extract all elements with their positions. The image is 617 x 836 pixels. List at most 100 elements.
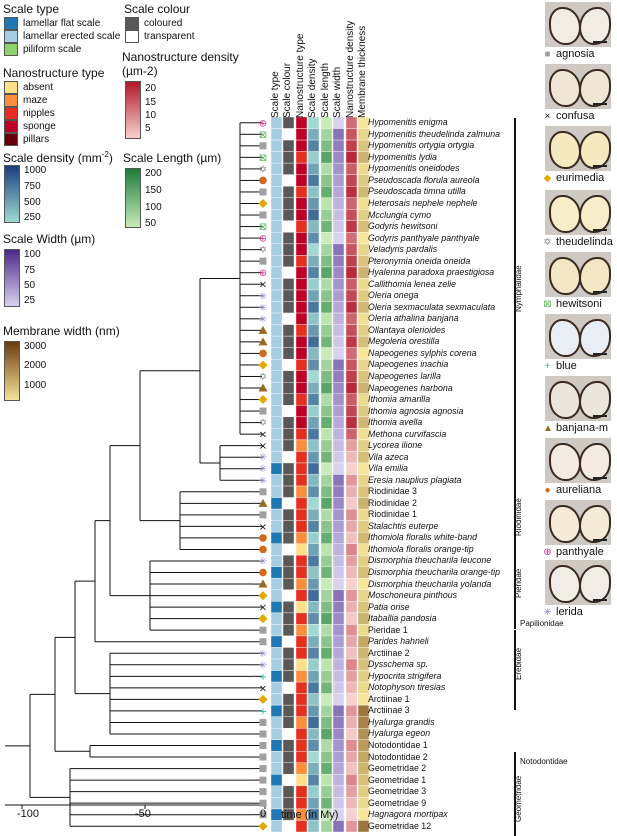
heatmap-cell: [320, 266, 333, 279]
tick-label: 20: [145, 83, 157, 94]
heatmap-cell: [270, 266, 283, 279]
circle-icon: [259, 568, 267, 577]
scale-bar: [593, 599, 607, 601]
column-header: Scale width: [332, 66, 343, 118]
heatmap-cell: [345, 820, 358, 833]
heatmap-cell: [270, 116, 283, 129]
species-label: Dismorphia theucharila leucone: [368, 555, 492, 566]
swatch: [4, 43, 18, 56]
heatmap-cell: [345, 347, 358, 360]
photo-label: ⊠hewitsoni: [543, 299, 602, 310]
species-label: Ithomia avella: [368, 417, 423, 428]
heatmap-cell: [270, 751, 283, 764]
heatmap-cell: [332, 255, 345, 268]
heatmap-cell: [320, 555, 333, 567]
species-label: Itaballia pandosia: [368, 613, 437, 624]
heatmap-cell: [270, 658, 283, 671]
species-label: Vila emilia: [368, 463, 408, 474]
heatmap-cell: [270, 197, 283, 210]
heatmap-cell: [320, 382, 333, 394]
heatmap-cell: [345, 139, 358, 152]
heatmap-cell: [345, 278, 358, 291]
heatmap-cell: [282, 681, 295, 694]
column-header: Membrane thickness: [357, 25, 368, 118]
heatmap-cell: [332, 405, 345, 418]
wing-shape: [549, 7, 581, 45]
heatmap-cell: [345, 370, 358, 383]
legend-label: coloured: [144, 17, 183, 29]
boxed-x-icon: ⊠: [259, 222, 267, 233]
heatmap-cell: [270, 462, 283, 475]
heatmap-cell: [332, 185, 345, 198]
butterfly-photo: [545, 560, 611, 605]
gray-square-icon: [259, 811, 267, 819]
wing-shape: [549, 69, 581, 107]
heatmap-cell: [320, 439, 333, 452]
heatmap-cell: [282, 658, 295, 671]
species-label: Geometridae 1: [368, 774, 427, 785]
asterisk-icon: ✳: [259, 303, 267, 314]
heatmap-cell: [307, 439, 320, 452]
heatmap-cell: [332, 820, 345, 833]
circled-plus-icon: ⊕: [543, 547, 552, 558]
colorbar: [4, 341, 20, 401]
tick-label: 500: [24, 197, 41, 208]
wing-shape: [549, 195, 581, 233]
heatmap-cell: [332, 416, 345, 429]
heatmap-cell: [345, 497, 358, 510]
heatmap-cell: [282, 243, 295, 256]
species-label: Heterosais nephele nephele: [368, 197, 478, 208]
heatmap-cell: [320, 497, 333, 510]
swatch: [4, 120, 18, 133]
gray-square-icon: [259, 799, 267, 807]
heatmap-cell: [295, 474, 308, 487]
wing-shape: [579, 7, 611, 45]
heatmap-cell: [282, 209, 295, 221]
legend-title: Nanostructure type: [3, 66, 105, 80]
heatmap-cell: [320, 451, 333, 464]
heatmap-cell: [295, 312, 308, 325]
heatmap-cell: [307, 704, 320, 717]
gray-square-icon: [259, 211, 267, 219]
family-label-pieridae: Pieridae: [514, 568, 523, 598]
heatmap-cell: [295, 704, 308, 717]
gray-square-icon: [259, 776, 267, 784]
heatmap-cell: [295, 289, 308, 302]
heatmap-cell: [282, 289, 295, 302]
butterfly-photo: [545, 252, 611, 297]
legend-item: lamellar erected scale: [4, 30, 120, 43]
heatmap-cell: [332, 197, 345, 210]
heatmap-cell: [282, 774, 295, 787]
heatmap-cell: [282, 416, 295, 429]
heatmap-cell: [307, 820, 320, 833]
heatmap-cell: [295, 589, 308, 602]
heatmap-cell: [270, 693, 283, 706]
heatmap-cell: [282, 497, 295, 510]
legend-title: Membrane width (nm): [3, 324, 120, 338]
wing-shape: [579, 505, 611, 543]
gray-square-icon: [259, 188, 267, 196]
heatmap-cell: [320, 162, 333, 175]
heatmap-cell: [332, 174, 345, 187]
circle-icon: [259, 534, 267, 542]
diamond-icon: [258, 821, 268, 831]
heatmap-cell: [345, 393, 358, 406]
diamond-icon: [258, 694, 268, 704]
column-header: Scale colour: [282, 62, 293, 118]
heatmap-cell: [282, 624, 295, 637]
legend-item: maze: [4, 94, 47, 107]
photo-label: ✡theudelinda: [543, 237, 613, 248]
heatmap-cell: [270, 278, 283, 291]
heatmap-cell: [307, 785, 320, 798]
colorbar: [4, 165, 20, 223]
heatmap-cell: [307, 508, 320, 521]
cross-icon: ×: [259, 603, 267, 614]
heatmap-cell: [307, 716, 320, 729]
species-label: Ithomia agnosia agnosia: [368, 405, 464, 416]
species-label: Hagnagora mortipax: [368, 809, 448, 820]
heatmap-cell: [345, 162, 358, 175]
heatmap-cell: [345, 635, 358, 648]
heatmap-cell: [307, 139, 320, 152]
heatmap-cell: [282, 762, 295, 775]
tick-label: 15: [145, 97, 157, 108]
